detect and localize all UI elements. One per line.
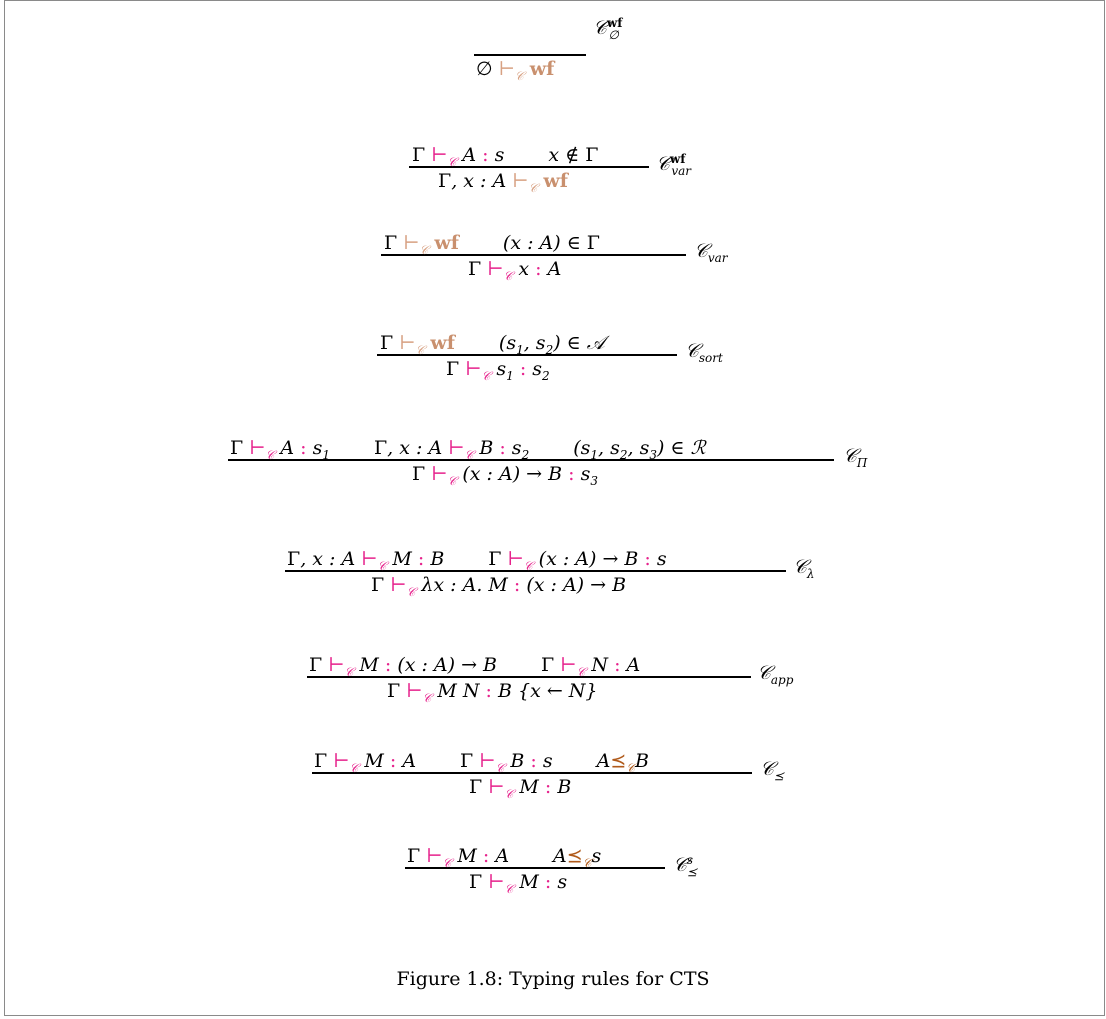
inference-bar — [381, 254, 686, 256]
rule-label: 𝒞s⪯ — [673, 853, 698, 879]
rule-var: Γ ⊢𝒞 wf(x : A) ∈ Γ Γ ⊢𝒞 x : A 𝒞var — [0, 200, 1106, 310]
inference-bar — [474, 54, 586, 56]
inference-bar — [409, 166, 649, 168]
inference-bar — [228, 459, 834, 461]
inference-bar — [307, 676, 751, 678]
conclusion: Γ, x : A ⊢𝒞 wf — [438, 170, 568, 195]
rule-label: 𝒞app — [757, 662, 794, 687]
conclusion: Γ ⊢𝒞 M : s — [469, 871, 568, 896]
figure-caption: Figure 1.8: Typing rules for CTS — [396, 968, 710, 990]
premises: Γ ⊢𝒞 wf(x : A) ∈ Γ — [384, 232, 600, 257]
conclusion: Γ ⊢𝒞 M N : B {x ← N} — [387, 680, 598, 705]
rule-sort: Γ ⊢𝒞 wf(s1, s2) ∈ 𝒜 Γ ⊢𝒞 s1 : s2 𝒞sort — [0, 300, 1106, 410]
premises: Γ ⊢𝒞 wf(s1, s2) ∈ 𝒜 — [380, 332, 605, 357]
conclusion: Γ ⊢𝒞 x : A — [468, 258, 562, 283]
conclusion: Γ ⊢𝒞 λx : A. M : (x : A) → B — [371, 574, 627, 599]
figure-frame — [4, 0, 1105, 1016]
conclusion: Γ ⊢𝒞 s1 : s2 — [446, 358, 550, 383]
rule-label: 𝒞sort — [685, 340, 723, 365]
conclusion: Γ ⊢𝒞 (x : A) → B : s3 — [412, 463, 598, 488]
inference-bar — [377, 354, 677, 356]
conclusion: ∅ ⊢𝒞 wf — [476, 58, 555, 83]
rule-label: 𝒞λ — [793, 556, 815, 581]
rule-label: 𝒞⪯ — [760, 758, 784, 783]
rule-label: 𝒞Π — [843, 445, 868, 470]
inference-bar — [285, 570, 786, 572]
rule-label: 𝒞wf∅ — [593, 16, 623, 42]
inference-bar — [312, 772, 752, 774]
rule-label: 𝒞var — [694, 240, 728, 265]
rule-label: 𝒞wfvar — [656, 152, 692, 178]
rule-empty-wf: ∅ ⊢𝒞 wf 𝒞wf∅ — [0, 0, 1106, 110]
inference-bar — [405, 867, 665, 869]
conclusion: Γ ⊢𝒞 M : B — [469, 776, 572, 801]
